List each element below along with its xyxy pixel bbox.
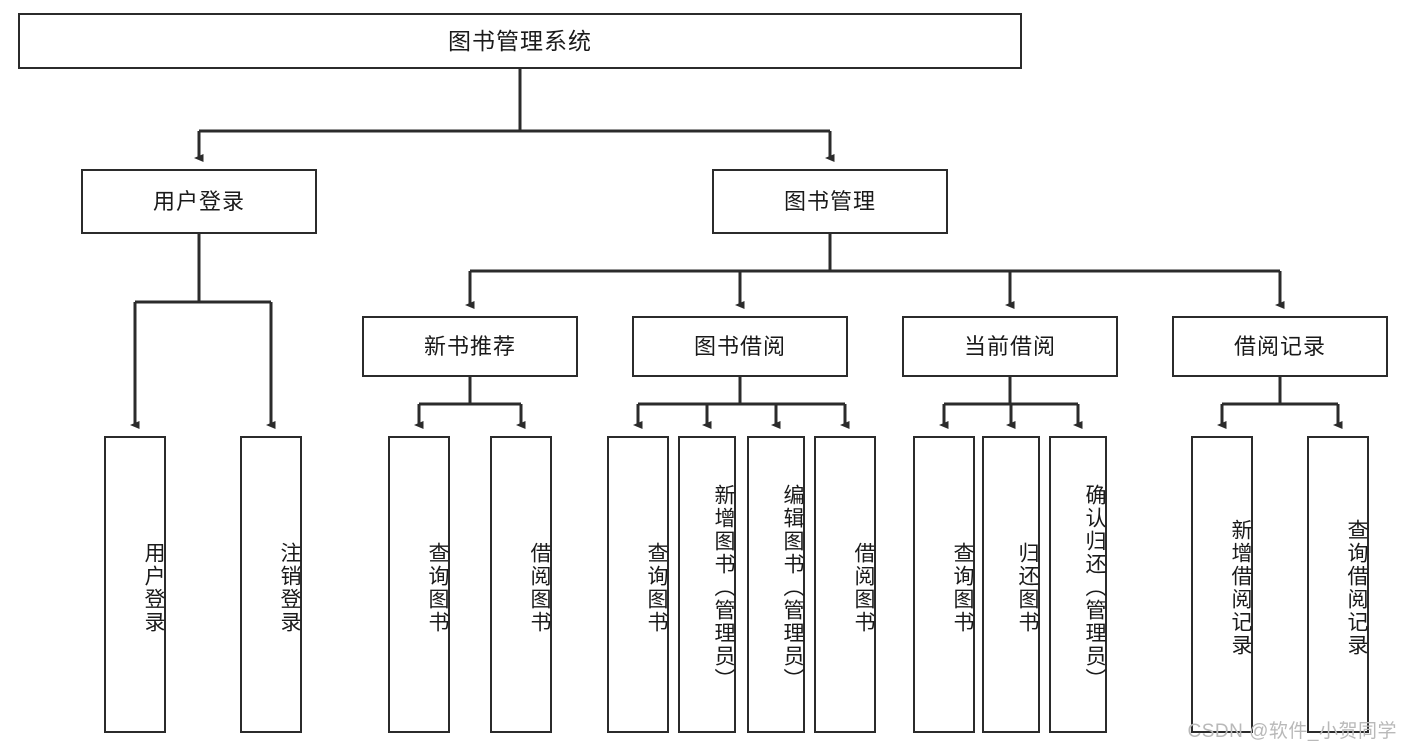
node-label: 确认归还（管理员）	[1083, 484, 1106, 691]
node-leaf-confirm-return-admin[interactable]: 确认归还（管理员）	[1049, 436, 1107, 733]
node-current-borrow[interactable]: 当前借阅	[902, 316, 1118, 377]
node-leaf-add-book-admin[interactable]: 新增图书（管理员）	[678, 436, 736, 733]
node-label: 查询图书	[951, 541, 974, 634]
node-leaf-borrow-book-borrow[interactable]: 借阅图书	[814, 436, 876, 733]
node-label: 查询图书	[426, 541, 449, 634]
node-book-borrow[interactable]: 图书借阅	[632, 316, 848, 377]
node-label: 新增借阅记录	[1229, 518, 1252, 657]
node-label: 注销登录	[278, 541, 301, 634]
node-label: 编辑图书（管理员）	[781, 484, 804, 691]
node-leaf-return-book[interactable]: 归还图书	[982, 436, 1040, 733]
csdn-watermark: CSDN @软件_小贺同学	[1187, 721, 1397, 742]
node-label: 图书管理	[783, 188, 876, 214]
node-leaf-query-borrow-record[interactable]: 查询借阅记录	[1307, 436, 1369, 733]
node-label: 借阅图书	[528, 541, 551, 634]
node-leaf-add-borrow-record[interactable]: 新增借阅记录	[1191, 436, 1253, 733]
node-book-management[interactable]: 图书管理	[712, 169, 948, 234]
node-label: 查询借阅记录	[1345, 518, 1368, 657]
node-leaf-query-book-recommend[interactable]: 查询图书	[388, 436, 450, 733]
node-label: 归还图书	[1016, 541, 1039, 634]
node-leaf-edit-book-admin[interactable]: 编辑图书（管理员）	[747, 436, 805, 733]
node-new-book-recommend[interactable]: 新书推荐	[362, 316, 578, 377]
node-label: 图书借阅	[693, 333, 786, 359]
node-label: 查询图书	[645, 541, 668, 634]
node-label: 新增图书（管理员）	[712, 484, 735, 691]
node-user-login[interactable]: 用户登录	[81, 169, 317, 234]
node-label: 图书管理系统	[448, 27, 592, 54]
node-label: 用户登录	[142, 541, 165, 634]
node-leaf-borrow-book-recommend[interactable]: 借阅图书	[490, 436, 552, 733]
node-label: 用户登录	[152, 188, 245, 214]
node-leaf-query-book-borrow[interactable]: 查询图书	[607, 436, 669, 733]
node-borrow-record[interactable]: 借阅记录	[1172, 316, 1388, 377]
node-label: 借阅图书	[852, 541, 875, 634]
node-label: 新书推荐	[423, 333, 516, 359]
node-label: 当前借阅	[963, 333, 1056, 359]
node-leaf-query-book-current[interactable]: 查询图书	[913, 436, 975, 733]
node-leaf-user-login[interactable]: 用户登录	[104, 436, 166, 733]
node-leaf-logout-login[interactable]: 注销登录	[240, 436, 302, 733]
node-root-book-management-system[interactable]: 图书管理系统	[18, 13, 1022, 69]
node-label: 借阅记录	[1233, 333, 1326, 359]
